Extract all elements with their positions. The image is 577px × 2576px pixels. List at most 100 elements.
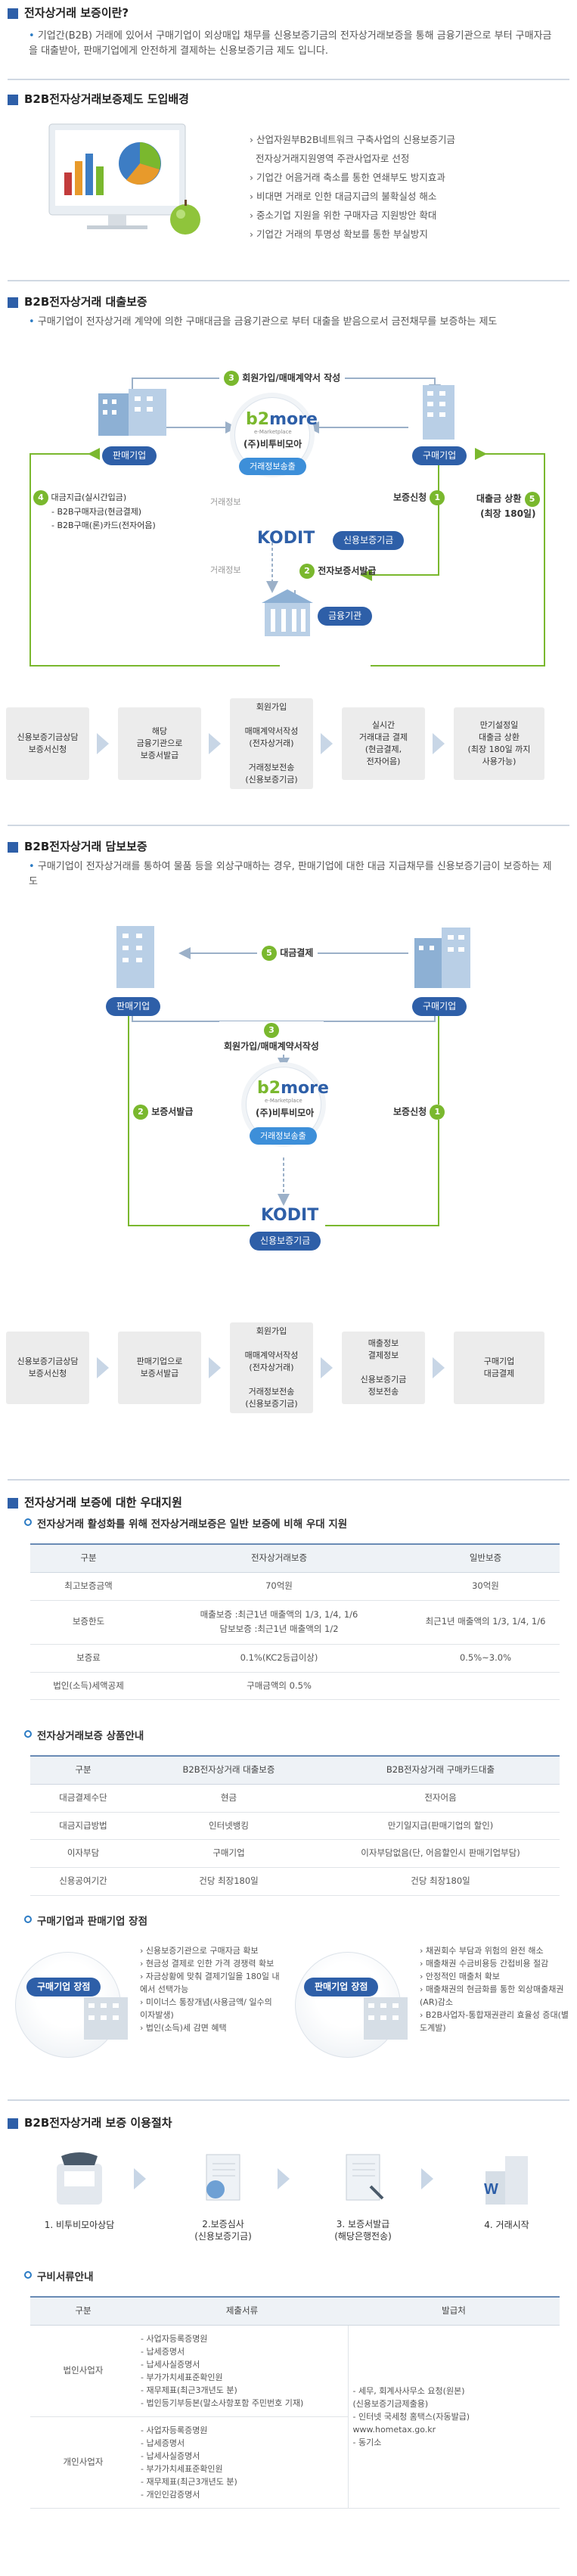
svg-text:W: W [484,2181,498,2198]
subsection-title: 전자상거래보증 상품안내 [24,1729,144,1745]
section-bullet-icon [8,1497,18,1509]
list-item: › 기업간 어음거래 축소를 통한 연쇄부도 방지효과 [250,172,445,183]
table-cell: 보증료 [30,1644,147,1673]
chevron-right-icon [132,2164,150,2194]
chevron-right-icon [431,729,449,759]
divider [8,79,569,80]
tx-label: 거래정보 [210,565,241,575]
buyer-label: 구매기업 [412,997,467,1016]
section-bullet-icon [8,8,18,19]
chevron-right-icon [276,2164,294,2194]
section-title-loan-guarantee: B2B전자상거래 대출보증 [8,294,147,311]
chevron-right-icon [95,729,113,759]
list-item: › 산업자원부B2B네트워크 구축사업의 신용보증기금 [250,134,456,145]
table-cell: 제출서류 [136,2295,348,2326]
subsection-title: 구매기업과 판매기업 장점 [24,1914,147,1930]
list-item: › 기업간 거래의 투명성 확보를 통한 부실방지 [250,228,428,240]
section-desc: 구매기업이 전자상거래 계약에 의한 구매대금을 금융기관으로 부터 대출을 받… [29,315,558,330]
kodit-badge: 신용보증기금 [250,1232,321,1251]
flow-step-3: 회원가입 매매계약서작성 (전자상거래) 거래정보전송 (신용보증기금) [230,698,313,789]
step1-label: 보증신청 1 [393,490,445,505]
step-label: 3. 보증서발급 (해당은행전송) [334,2219,392,2242]
flow-step-2: 판매기업으로 보증서발급 [118,1332,201,1404]
buyer-adv-list: › 신용보증기관으로 구매자금 확보 › 현금성 결제로 인한 가격 경쟁력 확… [140,1944,280,2034]
step5-block: 대출금 상환 5 (최장 180일) [476,492,540,520]
table-cell [411,1672,560,1701]
table-cell: 대금결제수단 [30,1784,136,1813]
table-cell: B2B전자상거래 구매카드대출 [321,1754,560,1785]
subsection-title: 전자상거래 활성화를 위해 전자상거래보증은 일반 보증에 비해 우대 지원 [24,1517,347,1533]
table-cell: 이자부담 [30,1839,136,1869]
trade-building-icon: W [476,2149,537,2214]
table-cell: 구매금액의 0.5% [147,1672,411,1701]
b2bmore-logo: b2more [257,1079,329,1098]
table-cell: - 사업자등록증명원 - 납세증명서 - 납세사실증명서 - 부가가치세표준확인… [136,2325,348,2417]
list-item: › 매출채권의 현금화를 통한 외상매출채권(AR)감소 [420,1984,564,2007]
building-icon [79,1990,132,2048]
table-row: 법인사업자 - 사업자등록증명원 - 납세증명서 - 납세사실증명서 - 부가가… [30,2325,560,2509]
table-cell: 개인사업자 [30,2416,136,2509]
b2bmore-logo: b2more [246,410,318,429]
seller-building-icon [106,923,166,996]
seller-label: 판매기업 [106,997,161,1016]
step4-block: 4 대금지급(실시간입금) - B2B구매자금(현금결제) - B2B구매(론)… [33,490,156,533]
table-cell: 구매기업 [136,1839,321,1869]
table-cell: 만기일지급(판매기업의 할인) [321,1812,560,1841]
table-cell: 법인사업자 [30,2325,136,2417]
divider [8,825,569,826]
list-item: › 채권회수 부담과 위험의 완전 해소 [420,1946,544,1956]
table-cell: 최근1년 매출액의 1/3, 1/4, 1/6 [411,1600,560,1645]
advantages-block: 구매기업 장점 › 신용보증기관으로 구매자금 확보 › 현금성 결제로 인한 … [15,1944,575,2065]
logo-subtext: e-Marketplace [265,1098,302,1104]
table-cell: 30억원 [411,1572,560,1601]
table-cell: 현금 [136,1784,321,1813]
flow-step-1: 신용보증기금상담 보증서신청 [6,707,89,780]
step-label: 1. 비투비모아상담 [44,2220,115,2230]
list-item: › 법인(소득)세 감면 혜택 [140,2023,227,2033]
table-row: 개인사업자 - 사업자등록증명원 - 납세증명서 - 납세사실증명서 - 부가가… [30,2416,560,2509]
section-title-procedure: B2B전자상거래 보증 이용절차 [8,2115,172,2132]
section-bullet-icon [8,94,18,105]
kodit-logo: KODIT [261,1206,319,1225]
flow-step-1: 신용보증기금상담 보증서신청 [6,1332,89,1404]
logo-subtext: e-Marketplace [254,429,292,435]
table-cell: 법인(소득)세액공제 [30,1672,147,1701]
chevron-right-icon [319,729,337,759]
list-item: › 신용보증기관으로 구매자금 확보 [140,1946,259,1956]
table-cell: 0.5%~3.0% [411,1644,560,1673]
section-bullet-icon [8,841,18,853]
list-item: 전자상거래지원영역 주관사업자로 선정 [255,153,410,164]
step-label: 2.보증심사 (신용보증기금) [194,2219,252,2242]
list-item: › 안정적인 매출처 확보 [420,1972,500,1981]
flow-step-2: 해당 금융기관으로 보증서발급 [118,707,201,780]
platform-name: (주)비투비모아 [256,1108,315,1118]
chevron-right-icon [207,1353,225,1383]
table-cell: 일반보증 [411,1543,560,1573]
table-cell: 대금지급방법 [30,1812,136,1841]
section-bullet-icon [8,297,18,308]
table-cell: 최고보증금액 [30,1572,147,1601]
buyer-label: 구매기업 [412,446,467,465]
collateral-flow-steps: 신용보증기금상담 보증서신청 판매기업으로 보증서발급 회원가입 매매계약서작성… [6,1322,573,1415]
seller-building-icon [91,386,174,444]
section-desc: 기업간(B2B) 거래에 있어서 구매기업이 외상매입 채무를 신용보증기금의 … [29,29,558,59]
list-item: › 현금성 결제로 인한 가격 경쟁력 확보 [140,1959,275,1969]
divider [8,2099,569,2101]
step-label: 4. 거래시작 [484,2220,529,2230]
table-cell: 인터넷뱅킹 [136,1812,321,1841]
list-item: › 비대면 거래로 인한 대금지급의 불확실성 해소 [250,191,437,202]
bank-label: 금융기관 [318,607,373,626]
divider [8,280,569,281]
step5-label: 5 대금결제 [257,946,318,961]
step2-label: 2 보증서발급 [133,1105,194,1120]
flow-step-4: 실시간 거래대금 결제 (현금결제, 전자어음) [342,707,425,780]
table-cell: 보증한도 [30,1600,147,1645]
flow-step-5: 구매기업 대금결제 [454,1332,544,1404]
